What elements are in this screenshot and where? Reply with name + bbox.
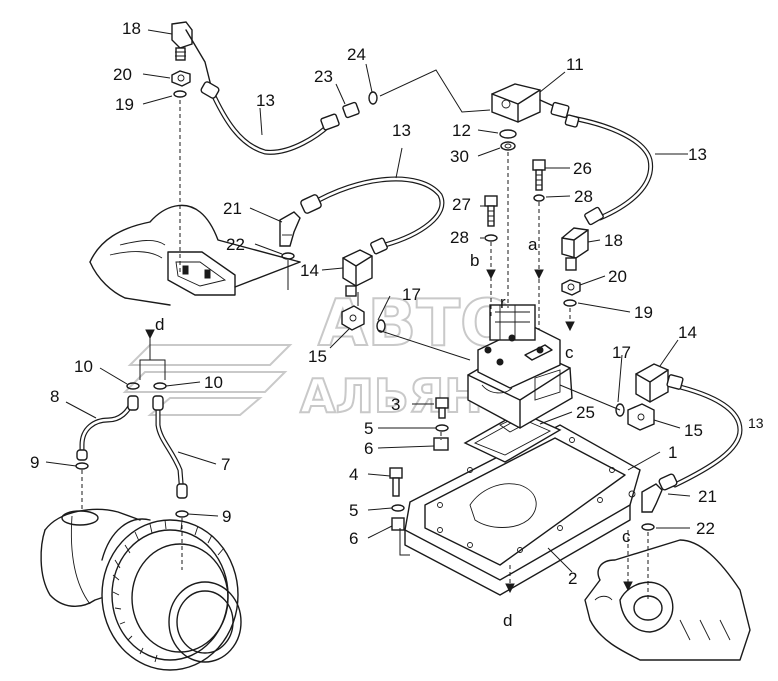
label-10-left: 10 — [74, 357, 93, 376]
ref-letter-c-bottom: c — [622, 527, 631, 546]
label-6-bottom: 6 — [349, 529, 358, 548]
label-13-top-right: 13 — [688, 145, 707, 164]
label-20-right: 20 — [608, 267, 627, 286]
label-10-right: 10 — [204, 373, 223, 392]
label-6-top: 6 — [364, 439, 373, 458]
label-19-top: 19 — [115, 95, 134, 114]
label-15-left: 15 — [308, 347, 327, 366]
ref-letter-d-bottom: d — [503, 611, 512, 630]
ref-letter-r: r — [500, 293, 506, 312]
label-18-top: 18 — [122, 19, 141, 38]
label-15-right: 15 — [684, 421, 703, 440]
label-28-left: 28 — [450, 228, 469, 247]
label-4: 4 — [349, 465, 358, 484]
hoses — [209, 89, 743, 488]
label-13-right: 13 — [748, 415, 764, 431]
label-19-right: 19 — [634, 303, 653, 322]
label-25: 25 — [576, 403, 595, 422]
label-12: 12 — [452, 121, 471, 140]
label-21-right: 21 — [698, 487, 717, 506]
ref-letter-d-top: d — [155, 315, 164, 334]
label-27: 27 — [452, 195, 471, 214]
ref-letter-c-top: c — [565, 343, 574, 362]
part-labels: 18 20 19 13 23 24 11 12 30 13 13 26 28 2… — [30, 19, 764, 588]
label-13-top-center: 13 — [392, 121, 411, 140]
label-18-right: 18 — [604, 231, 623, 250]
label-3: 3 — [391, 395, 400, 414]
label-7: 7 — [221, 455, 230, 474]
pipes — [76, 395, 188, 499]
label-28-right: 28 — [574, 187, 593, 206]
label-22-right: 22 — [696, 519, 715, 538]
label-11: 11 — [566, 55, 584, 74]
label-5-top: 5 — [364, 419, 373, 438]
ref-letter-b: b — [470, 251, 479, 270]
transmission-housing — [584, 539, 751, 661]
upper-left-housing — [89, 204, 301, 306]
label-20-top: 20 — [113, 65, 132, 84]
label-13-top-left: 13 — [256, 91, 275, 110]
leader-lines — [45, 29, 691, 600]
label-22-top: 22 — [226, 235, 245, 254]
ref-letter-a: a — [528, 235, 538, 254]
label-14-right: 14 — [678, 323, 697, 342]
label-17-left: 17 — [402, 285, 421, 304]
label-21-top: 21 — [223, 199, 242, 218]
label-30: 30 — [450, 147, 469, 166]
control-valve-block — [467, 304, 573, 429]
label-8: 8 — [50, 387, 59, 406]
label-9-right: 9 — [222, 507, 231, 526]
torque-converter-assembly — [40, 508, 242, 671]
label-9-left: 9 — [30, 453, 39, 472]
label-14-left: 14 — [300, 261, 319, 280]
label-24: 24 — [347, 45, 366, 64]
reference-letters: a b r c c d d — [155, 235, 631, 630]
label-23: 23 — [314, 67, 333, 86]
label-1: 1 — [668, 443, 677, 462]
label-26: 26 — [573, 159, 592, 178]
label-17-right: 17 — [612, 343, 631, 362]
valve-base-plates — [404, 424, 641, 596]
gasket — [463, 411, 562, 463]
label-5-bottom: 5 — [349, 501, 358, 520]
label-2: 2 — [568, 569, 577, 588]
fittings — [75, 21, 684, 531]
